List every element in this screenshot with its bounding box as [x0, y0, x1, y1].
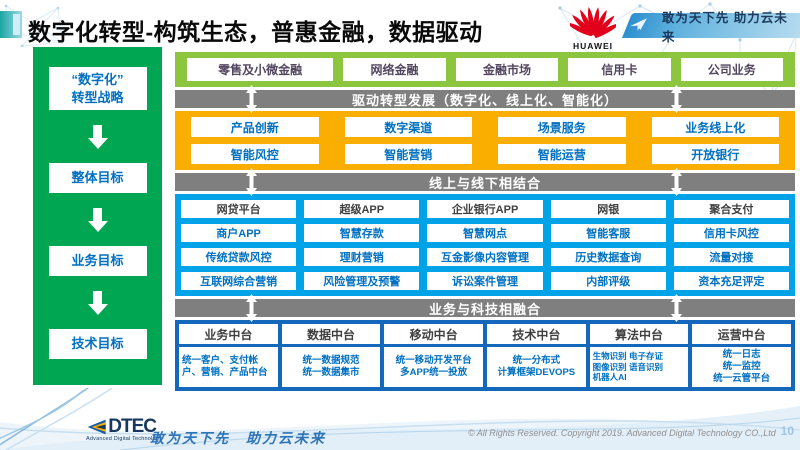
- platform-detail: 统一数据规范 统一数据集市: [281, 347, 381, 387]
- platform-column: 算法中台 生物识别 电子存证 图像识别 语音识别 机器人AI: [589, 324, 689, 387]
- overall-goal-box: 整体目标: [48, 163, 147, 194]
- flow-column: 零售及小微金融 网络金融 金融市场 信用卡 公司业务 驱动转型发展（数字化、线上…: [175, 52, 795, 391]
- platform-detail: 生物识别 电子存证 图像识别 语音识别 机器人AI: [589, 347, 689, 387]
- application-cell: 超级APP: [304, 200, 420, 218]
- business-line-cell: 公司业务: [680, 58, 783, 81]
- application-cell: 信用卡风控: [673, 224, 790, 242]
- platform-header: 业务中台: [179, 324, 278, 344]
- middle-platform-band: 业务中台 统一客户、支付帐户、营销、产品中台 数据中台 统一数据规范 统一数据集…: [175, 320, 795, 391]
- application-row: 互联网综合营销 风险管理及预警 诉讼案件管理 内部评级 资本充足评定: [181, 272, 790, 290]
- page-number: 10: [780, 424, 794, 438]
- application-cell: 网贷平台: [181, 200, 297, 218]
- title-accent-bar: [0, 11, 22, 38]
- application-cell: 智慧存款: [304, 224, 420, 242]
- capability-cell: 产品创新: [191, 117, 319, 137]
- paper-plane-icon: [630, 18, 648, 31]
- capability-cell: 智能运营: [498, 144, 626, 164]
- application-cell: 传统贷款风控: [181, 248, 297, 266]
- footer-copyright: © All Rights Reserved. Copyright 2019. A…: [468, 428, 776, 438]
- platform-detail: 统一日志 统一监控 统一云管平台: [692, 347, 791, 387]
- double-arrow-icon: [671, 85, 682, 113]
- adtec-logo: DTEC Advanced Digital Technology: [86, 416, 162, 442]
- application-row: 网贷平台 超级APP 企业银行APP 网银 聚合支付: [181, 200, 790, 218]
- capability-band: 产品创新 数字渠道 场景服务 业务线上化 智能风控 智能营销 智能运营 开放银行: [175, 111, 795, 170]
- application-cell: 智能客服: [550, 224, 666, 242]
- banner-drive-transformation: 驱动转型发展（数字化、线上化、智能化）: [175, 85, 795, 113]
- banner-label: 业务与科技相融合: [428, 301, 541, 317]
- capability-row: 产品创新 数字渠道 场景服务 业务线上化: [191, 117, 779, 137]
- capability-row: 智能风控 智能营销 智能运营 开放银行: [191, 144, 779, 164]
- double-arrow-icon: [246, 168, 258, 196]
- business-lines-band: 零售及小微金融 网络金融 金融市场 信用卡 公司业务: [175, 52, 795, 87]
- tagline-inner: 敢为天下先 助力云未来: [616, 11, 800, 44]
- application-cell: 流量对接: [673, 248, 790, 266]
- business-line-cell: 信用卡: [568, 58, 671, 81]
- capability-cell: 业务线上化: [651, 117, 779, 137]
- capability-cell: 场景服务: [498, 117, 626, 137]
- adtec-arrow-icon: [87, 419, 106, 435]
- banner-label: 线上与线下相结合: [428, 175, 541, 191]
- down-arrow-icon: [87, 124, 108, 149]
- application-cell: 理财营销: [304, 248, 420, 266]
- application-cell: 内部评级: [550, 272, 666, 290]
- application-row: 商户APP 智慧存款 智慧网点 智能客服 信用卡风控: [181, 224, 790, 242]
- down-arrow-icon: [87, 290, 108, 315]
- application-row: 传统贷款风控 理财营销 互金影像内容管理 历史数据查询 流量对接: [181, 248, 790, 266]
- huawei-flower-icon: [566, 7, 620, 39]
- platform-column: 技术中台 统一分布式 计算框架DEVOPS: [486, 324, 586, 387]
- application-cell: 智慧网点: [427, 224, 543, 242]
- double-arrow-icon: [246, 85, 258, 113]
- double-arrow-icon: [671, 294, 682, 322]
- capability-cell: 数字渠道: [344, 117, 472, 137]
- strategy-panel: “数字化” 转型战略 整体目标 业务目标 技术目标: [33, 47, 162, 385]
- strategy-box: “数字化” 转型战略: [48, 67, 147, 111]
- capability-cell: 智能风控: [191, 144, 319, 164]
- platform-header: 算法中台: [589, 324, 689, 344]
- application-cell: 聚合支付: [673, 200, 790, 218]
- application-cell: 历史数据查询: [550, 248, 666, 266]
- platform-header: 技术中台: [486, 324, 586, 344]
- huawei-brand-text: HUAWEI: [573, 41, 613, 51]
- platform-detail: 统一移动开发平台 多APP统一投放: [384, 347, 483, 387]
- application-cell: 资本充足评定: [673, 272, 790, 290]
- application-cell: 企业银行APP: [427, 200, 543, 218]
- down-arrow-icon: [87, 207, 108, 232]
- business-goal-box: 业务目标: [48, 246, 147, 277]
- application-cell: 诉讼案件管理: [427, 272, 543, 290]
- double-arrow-icon: [246, 294, 258, 322]
- application-cell: 互金影像内容管理: [427, 248, 543, 266]
- business-line-cell: 金融市场: [455, 58, 559, 81]
- banner-business-tech-fusion: 业务与科技相融合: [175, 294, 795, 322]
- business-line-cell: 网络金融: [343, 58, 446, 81]
- capability-cell: 开放银行: [651, 144, 779, 164]
- tech-goal-box: 技术目标: [48, 329, 147, 359]
- platform-column: 运营中台 统一日志 统一监控 统一云管平台: [692, 324, 791, 387]
- platform-column: 业务中台 统一客户、支付帐户、营销、产品中台: [179, 324, 278, 387]
- application-band: 网贷平台 超级APP 企业银行APP 网银 聚合支付 商户APP 智慧存款 智慧…: [175, 194, 795, 296]
- page-title: 数字化转型-构筑生态，普惠金融，数据驱动: [28, 19, 483, 45]
- platform-column: 移动中台 统一移动开发平台 多APP统一投放: [384, 324, 483, 387]
- business-line-cell: 零售及小微金融: [187, 58, 334, 81]
- huawei-logo: HUAWEI: [566, 4, 620, 51]
- double-arrow-icon: [671, 168, 682, 196]
- footer-slogan: 敢为天下先 助力云未来: [150, 430, 326, 446]
- banner-label: 驱动转型发展（数字化、线上化、智能化）: [351, 92, 618, 108]
- application-cell: 互联网综合营销: [181, 272, 297, 290]
- platform-header: 移动中台: [384, 324, 483, 344]
- platform-detail: 统一客户、支付帐户、营销、产品中台: [179, 347, 278, 387]
- platform-detail: 统一分布式 计算框架DEVOPS: [486, 347, 586, 387]
- application-cell: 商户APP: [181, 224, 297, 242]
- application-cell: 网银: [550, 200, 666, 218]
- application-cell: 风险管理及预警: [304, 272, 420, 290]
- tagline-text: 敢为天下先 助力云未来: [661, 10, 788, 44]
- capability-cell: 智能营销: [344, 144, 472, 164]
- platform-column: 数据中台 统一数据规范 统一数据集市: [281, 324, 381, 387]
- platform-header: 运营中台: [692, 324, 791, 344]
- adtec-logo-text: DTEC: [108, 416, 157, 437]
- platform-header: 数据中台: [281, 324, 381, 344]
- adtec-logo-subtext: Advanced Digital Technology: [86, 436, 162, 442]
- banner-online-offline: 线上与线下相结合: [175, 168, 795, 196]
